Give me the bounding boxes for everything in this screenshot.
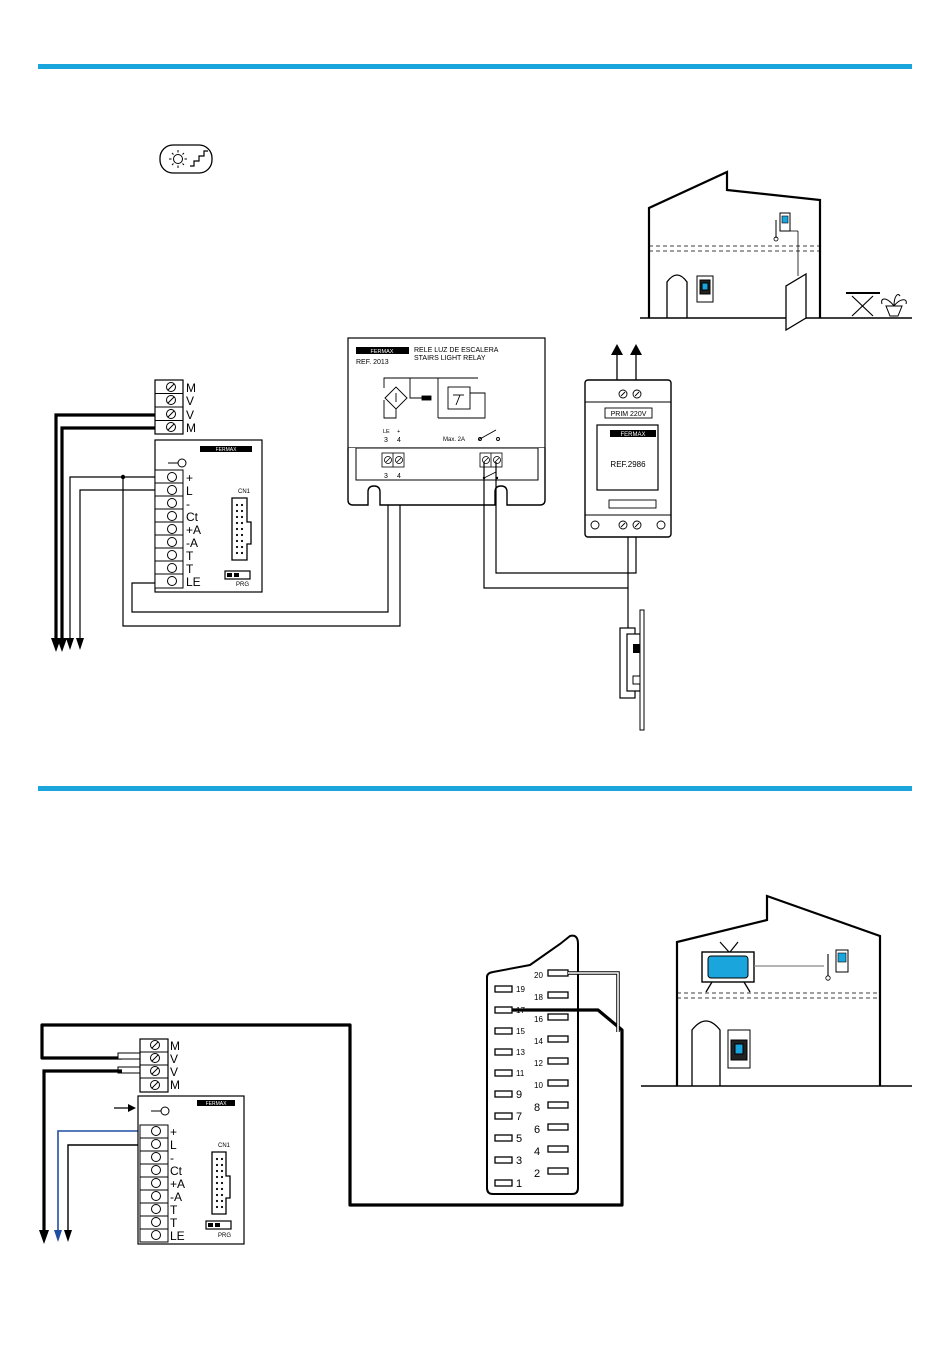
relay-le-label: LE [383,429,390,435]
bus-cables [56,415,155,640]
term2-le: LE [170,1229,185,1243]
relay-plus-label: + [397,429,400,435]
scart-pin-20: 20 [534,971,543,980]
term2-t2: T [170,1216,178,1230]
term-l: L [186,484,193,498]
scart-pin-12: 12 [534,1059,543,1068]
term2-plus-a: +A [170,1177,185,1191]
arrow-down-3 [66,638,74,650]
scart-pin-2: 2 [534,1168,540,1180]
term-top-m2: M [186,421,196,435]
relay-title-en: STAIRS LIGHT RELAY [414,355,486,362]
prg-label-1: PRG [236,582,249,588]
term-top-m1: M [186,381,196,395]
term2-top-v2: V [170,1065,178,1079]
door-panel-module-1: FERMAX + L - Ct +A -A T T LE CN1 PRG [155,440,262,592]
power-supply: PRIM 220V FERMAX REF.2986 [585,344,671,537]
scart-pin-3: 3 [516,1155,522,1167]
terminal-block-top-1: M V V M [155,380,196,435]
term-t1: T [186,549,194,563]
scart-pin-7: 7 [516,1111,522,1123]
term2-minus: - [170,1151,174,1165]
psu-prim-label: PRIM 220V [611,411,647,418]
scart-pin-5: 5 [516,1133,522,1145]
relay-logo: FERMAX [371,349,394,355]
bus-cables-2 [44,1071,140,1232]
scart-pin-18: 18 [534,993,543,1002]
fermax-logo-2: FERMAX [206,1101,228,1107]
scart-pin-16: 16 [534,1015,543,1024]
relay-n4: 4 [397,437,401,444]
relay-max-label: Max. 2A [443,437,465,443]
scart-pin-14: 14 [534,1037,543,1046]
arrow-down-4 [76,638,84,650]
term-minus: - [186,497,190,511]
term-t2: T [186,562,194,576]
section-divider-top [38,64,912,69]
terminal-block-top-2: M V V M [140,1039,180,1092]
term-plus: + [186,471,193,485]
fermax-logo-1: FERMAX [216,447,238,453]
term-top-v2: V [186,408,194,422]
term2-ct: Ct [170,1164,183,1178]
psu-logo: FERMAX [620,432,645,438]
relay-n3: 3 [384,437,388,444]
relay-title-es: RELE LUZ DE ESCALERA [414,347,499,354]
term-plus-a: +A [186,523,201,537]
scart-pin-6: 6 [534,1124,540,1136]
relay-bottom-3: 3 [384,473,388,480]
scart-pin-10: 10 [534,1081,543,1090]
psu-ref: REF.2986 [610,460,646,469]
section-divider-bottom [38,786,912,791]
prg-label-2: PRG [218,1233,231,1239]
scart-pin-19: 19 [516,985,525,994]
stairs-light-icon [160,145,212,173]
term2-top-m2: M [170,1078,180,1092]
stairs-light-relay: FERMAX REF. 2013 RELE LUZ DE ESCALERA ST… [348,338,545,505]
term-ct: Ct [186,510,199,524]
scart-pin-9: 9 [516,1089,522,1101]
term-minus-a: -A [186,536,198,550]
door-lock [620,610,644,730]
house-illustration-tv [641,896,912,1086]
term2-top-m1: M [170,1039,180,1053]
scart-pin-8: 8 [534,1102,540,1114]
relay-bottom-4: 4 [397,473,401,480]
scart-pin-15: 15 [516,1027,525,1036]
scart-pin-1: 1 [516,1178,522,1190]
term-le: LE [186,575,201,589]
plus-l-wires [70,477,158,640]
house-illustration [640,172,912,330]
scart-pin-13: 13 [516,1048,525,1057]
cn1-label-2: CN1 [218,1143,231,1149]
term2-top-v1: V [170,1052,178,1066]
relay-ref: REF. 2013 [356,359,389,366]
scart-pin-11: 11 [516,1069,525,1078]
door-panel-module-2: FERMAX + L - Ct +A -A T T LE CN1 PRG [114,1096,244,1244]
scart-connector: 20 19 17 15 13 11 9 7 5 3 1 18 16 14 12 … [487,936,578,1194]
term2-plus: + [170,1125,177,1139]
scart-pin-4: 4 [534,1146,540,1158]
term2-t1: T [170,1203,178,1217]
term-top-v1: V [186,394,194,408]
term2-l: L [170,1138,177,1152]
cn1-label-1: CN1 [238,489,251,495]
term2-minus-a: -A [170,1190,182,1204]
